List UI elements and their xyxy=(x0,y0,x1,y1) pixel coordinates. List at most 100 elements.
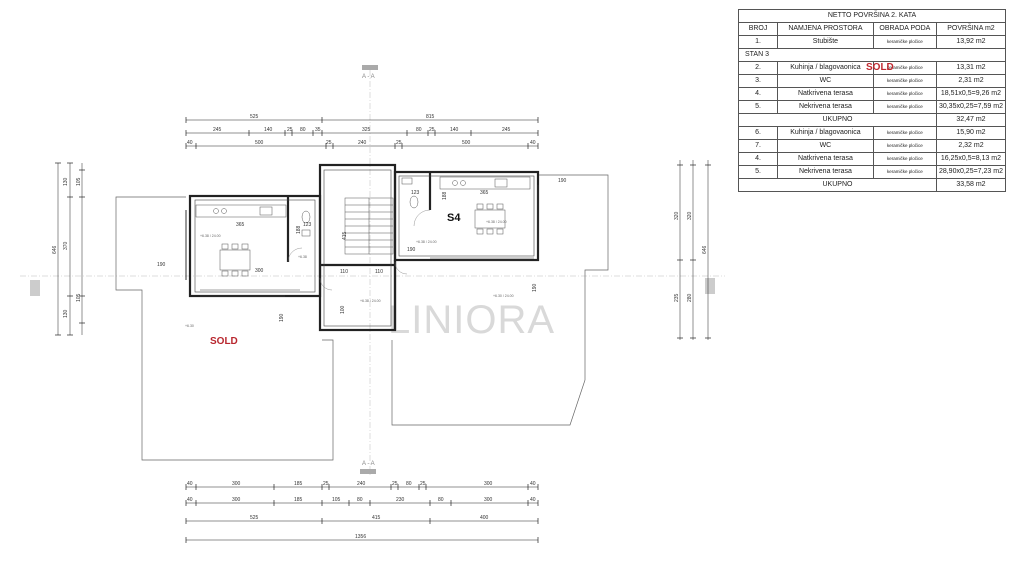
svg-text:815: 815 xyxy=(426,114,435,120)
svg-text:123: 123 xyxy=(411,190,420,196)
svg-text:105: 105 xyxy=(76,177,82,186)
right-dimension-ticks xyxy=(677,164,711,339)
left-dimension-ticks xyxy=(55,162,85,336)
svg-text:190: 190 xyxy=(532,283,538,292)
svg-text:325: 325 xyxy=(362,127,371,133)
svg-text:188: 188 xyxy=(296,225,302,234)
svg-text:646: 646 xyxy=(702,245,708,254)
table-total-row: UKUPNO 32,47 m2 xyxy=(738,113,1007,127)
svg-text:320: 320 xyxy=(674,211,680,220)
bottom-dimension-text: 40 300 185 25 240 25 80 25 300 40 40 300… xyxy=(187,481,536,540)
interior-dimensions: 365 123 365 190 190 190 188 188 110 110 … xyxy=(157,178,567,322)
svg-text:40: 40 xyxy=(187,140,193,146)
svg-text:300: 300 xyxy=(255,268,264,274)
svg-text:110: 110 xyxy=(340,269,348,275)
right-dimension-text: 320 320 235 280 646 xyxy=(674,211,708,302)
svg-text:365: 365 xyxy=(236,222,245,228)
svg-text:40: 40 xyxy=(530,140,536,146)
svg-text:130: 130 xyxy=(63,309,69,318)
svg-text:25: 25 xyxy=(396,140,402,146)
svg-text:35: 35 xyxy=(315,127,321,133)
bottom-dimension-lines xyxy=(186,486,538,541)
total-value: 32,47 m2 xyxy=(935,113,1007,127)
axis-lines xyxy=(20,70,725,475)
svg-text:300: 300 xyxy=(484,481,493,487)
total-value: 33,58 m2 xyxy=(935,178,1007,192)
svg-text:188: 188 xyxy=(442,191,448,200)
svg-text:235: 235 xyxy=(674,293,680,302)
svg-text:80: 80 xyxy=(300,127,306,133)
svg-text:25: 25 xyxy=(323,481,329,487)
table-title-row: NETTO POVRŠINA 2. KATA xyxy=(738,9,1006,23)
inner-lines xyxy=(194,169,535,327)
svg-text:415: 415 xyxy=(342,231,348,240)
dining-table-right xyxy=(474,203,506,235)
svg-text:25: 25 xyxy=(326,140,332,146)
svg-text:+6.38 / 24.00: +6.38 / 24.00 xyxy=(360,299,381,303)
svg-text:40: 40 xyxy=(530,497,536,503)
section-label-top: A - A xyxy=(362,74,375,80)
svg-text:123: 123 xyxy=(303,222,312,228)
svg-text:+6.38 / 24.00: +6.38 / 24.00 xyxy=(200,234,221,238)
section-marker-bottom: A - A xyxy=(360,461,376,474)
bottom-dimension-ticks xyxy=(185,484,539,543)
svg-text:140: 140 xyxy=(450,127,459,133)
svg-text:80: 80 xyxy=(416,127,422,133)
terrace-outlines xyxy=(115,174,609,461)
building-walls xyxy=(188,163,540,332)
right-dimension-lines xyxy=(679,160,709,340)
svg-text:245: 245 xyxy=(502,127,511,133)
svg-text:300: 300 xyxy=(484,497,493,503)
svg-text:280: 280 xyxy=(687,293,693,302)
svg-text:130: 130 xyxy=(63,177,69,186)
svg-text:240: 240 xyxy=(357,481,366,487)
svg-text:25: 25 xyxy=(287,127,293,133)
watermark-text: LINIORA xyxy=(388,298,555,342)
table-total-row: UKUPNO 33,58 m2 xyxy=(738,178,1007,192)
svg-text:25: 25 xyxy=(392,481,398,487)
header-broj: BROJ xyxy=(737,22,779,36)
total-label: UKUPNO xyxy=(738,113,937,127)
apartment-label: S4 xyxy=(447,212,461,224)
room-tags: +6.38 / 24.00 +6.38 +6.38 / 24.00 +6.38 … xyxy=(185,220,514,328)
svg-text:500: 500 xyxy=(462,140,471,146)
svg-text:185: 185 xyxy=(294,481,303,487)
svg-text:+6.30: +6.30 xyxy=(185,324,194,328)
svg-text:190: 190 xyxy=(407,247,416,253)
svg-text:+6.30 / 24.00: +6.30 / 24.00 xyxy=(493,294,514,298)
sold-label-table: SOLD xyxy=(866,62,894,73)
svg-text:300: 300 xyxy=(232,497,241,503)
svg-text:140: 140 xyxy=(264,127,273,133)
svg-text:320: 320 xyxy=(687,211,693,220)
stairs xyxy=(344,197,394,255)
section-marker-top: A - A xyxy=(362,65,378,80)
svg-text:100: 100 xyxy=(340,305,346,314)
svg-text:40: 40 xyxy=(187,497,193,503)
total-label: UKUPNO xyxy=(738,178,937,192)
table-row: 1. Stubište keramičke pločice 13,92 m2 xyxy=(737,35,1007,49)
left-dimension-lines xyxy=(57,163,83,335)
section-label-bottom: A - A xyxy=(362,461,375,467)
table-header-row: BROJ NAMJENA PROSTORA OBRADA PODA POVRŠI… xyxy=(737,22,1007,36)
windows xyxy=(185,185,539,297)
svg-text:80: 80 xyxy=(406,481,412,487)
svg-text:500: 500 xyxy=(255,140,264,146)
svg-text:80: 80 xyxy=(438,497,444,503)
svg-text:25: 25 xyxy=(420,481,426,487)
svg-text:646: 646 xyxy=(52,245,58,254)
header-obrada: OBRADA PODA xyxy=(872,22,937,36)
table-title: NETTO POVRŠINA 2. KATA xyxy=(738,9,1006,23)
svg-text:365: 365 xyxy=(480,190,489,196)
svg-text:230: 230 xyxy=(396,497,405,503)
svg-text:185: 185 xyxy=(294,497,303,503)
svg-text:400: 400 xyxy=(480,515,489,521)
svg-text:110: 110 xyxy=(375,269,383,275)
svg-text:300: 300 xyxy=(232,481,241,487)
